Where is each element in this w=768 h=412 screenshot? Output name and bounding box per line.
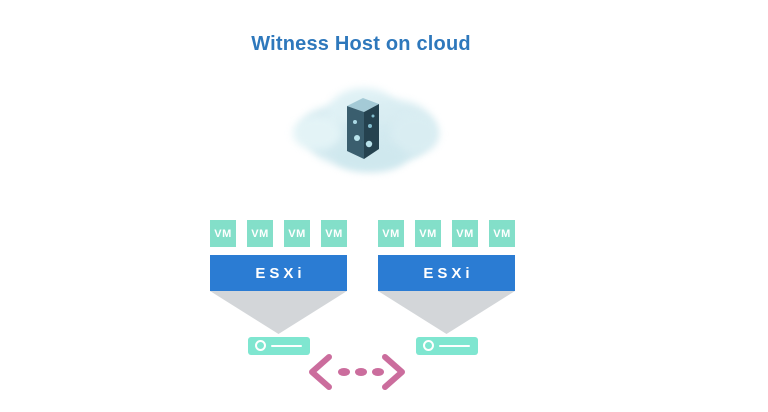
dot [372, 368, 384, 376]
disk-icon [415, 337, 478, 355]
vm-row: VM VM VM VM [378, 220, 515, 247]
esxi-host-bar: ESXi [378, 255, 515, 291]
host-group-1: VM VM VM VM ESXi [210, 220, 347, 355]
page-title: Witness Host on cloud [251, 33, 471, 55]
cloud-server-icon [293, 84, 445, 178]
host-group-2: VM VM VM VM ESXi [378, 220, 515, 355]
left-chevron-icon [309, 354, 332, 390]
vm-box: VM [489, 220, 515, 247]
vm-box: VM [321, 220, 347, 247]
right-chevron-icon [382, 354, 405, 390]
vm-box: VM [378, 220, 404, 247]
disk-slot-line [270, 345, 302, 347]
dot [338, 368, 350, 376]
disk-led-ring [254, 340, 266, 351]
disk-icon [247, 337, 310, 355]
bidirectional-dotted-arrow-icon [309, 354, 405, 390]
esxi-host-bar: ESXi [210, 255, 347, 291]
funnel-shape [378, 291, 515, 334]
vm-box: VM [452, 220, 478, 247]
cloud-blob [391, 114, 439, 154]
vm-box: VM [284, 220, 310, 247]
vm-row: VM VM VM VM [210, 220, 347, 247]
cloud-blob [293, 116, 341, 150]
vm-box: VM [210, 220, 236, 247]
vm-box: VM [415, 220, 441, 247]
dot [355, 368, 367, 376]
vm-box: VM [247, 220, 273, 247]
funnel-shape [210, 291, 347, 334]
server-tower-icon [347, 98, 379, 159]
disk-led-ring [422, 340, 434, 351]
disk-slot-line [438, 345, 470, 347]
